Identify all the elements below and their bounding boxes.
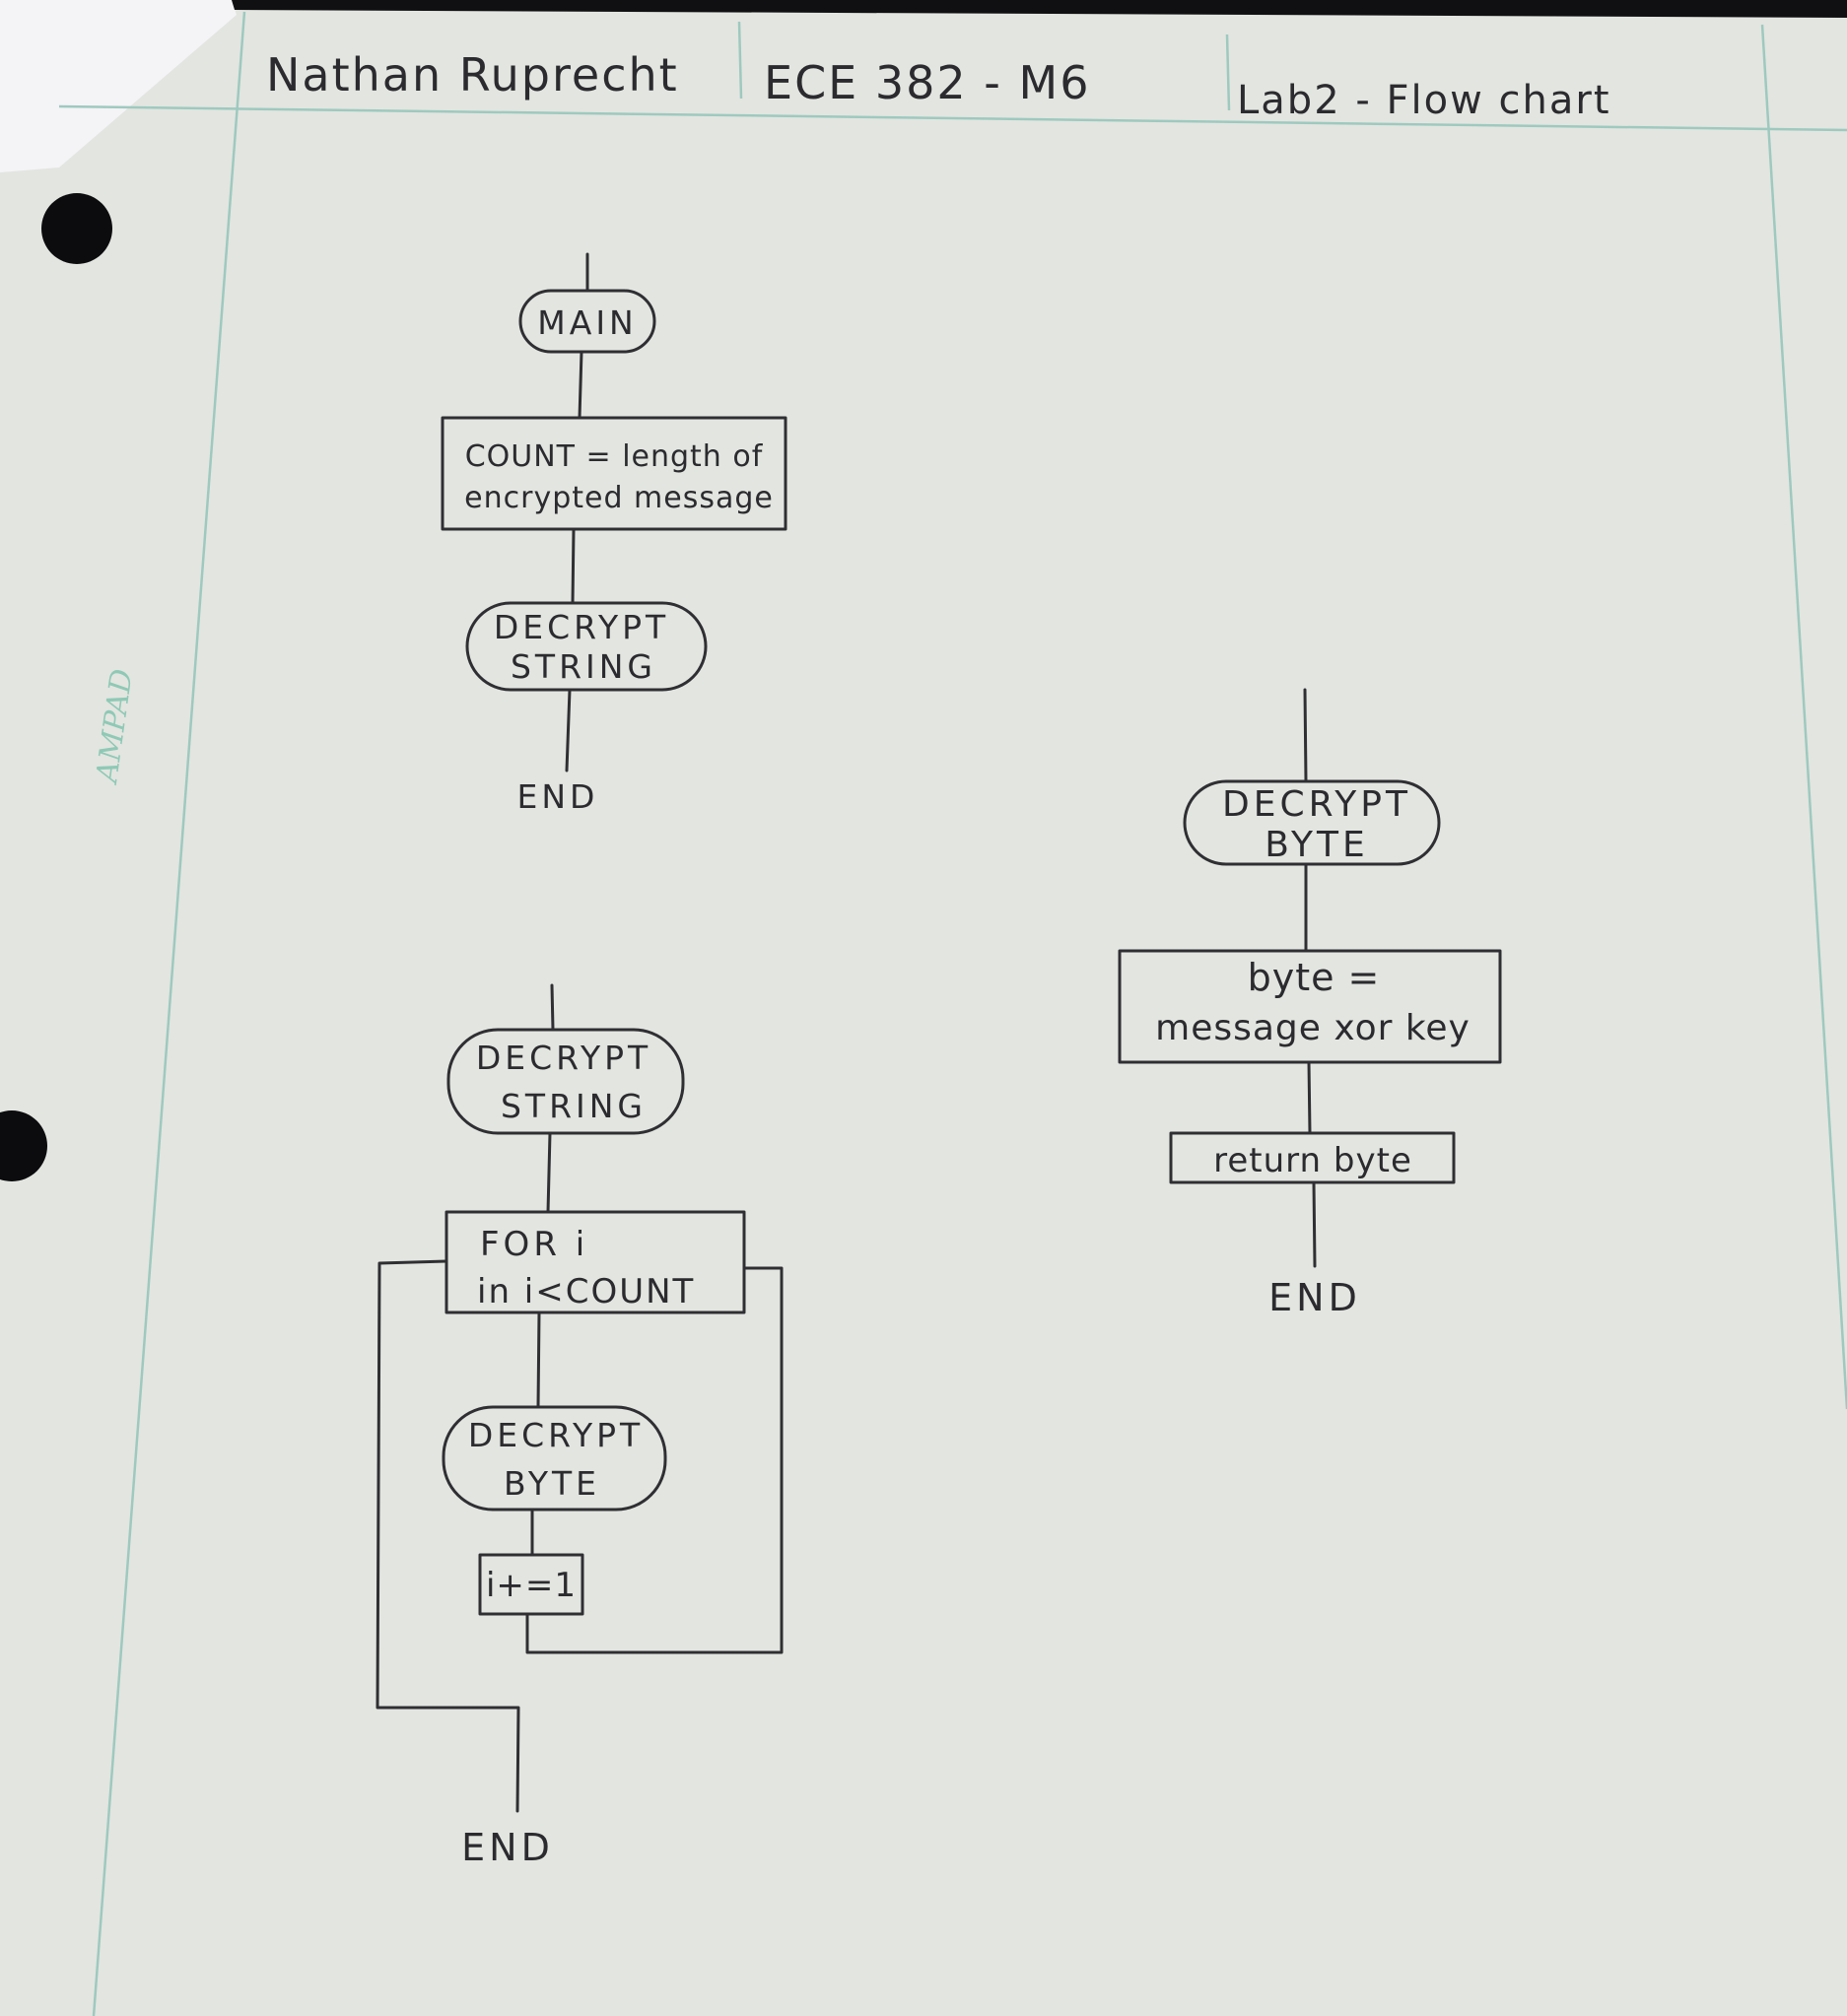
- margin-rule-left: [92, 11, 246, 2016]
- string-terminal-line-2: STRING: [501, 1087, 647, 1125]
- string-connector-1: [546, 1131, 552, 1214]
- byte-terminal-line-2: BYTE: [1265, 825, 1368, 865]
- desk-corner: [0, 0, 237, 172]
- string-loop-line-1: FOR i: [480, 1225, 588, 1264]
- main-flowchart: MAIN COUNT = length of encrypted message…: [441, 252, 787, 816]
- main-call-line-2: STRING: [511, 647, 656, 686]
- main-process-line-2: encrypted message: [464, 481, 774, 515]
- desk-edge: [232, 0, 1847, 18]
- string-increment-box: [478, 1553, 584, 1616]
- byte-connector-3: [1312, 1180, 1317, 1268]
- main-connector-3: [565, 688, 572, 773]
- loop-back-line: [525, 1266, 784, 1654]
- main-connector-1: [578, 350, 583, 420]
- string-terminal-line-1: DECRYPT: [476, 1039, 651, 1077]
- binder-hole-top: [41, 193, 112, 264]
- header-divider-2: [1225, 34, 1231, 111]
- byte-entry-line: [1303, 688, 1308, 783]
- byte-connector-2: [1307, 1060, 1312, 1135]
- string-connector-2: [536, 1310, 541, 1409]
- string-terminal: [446, 1028, 685, 1135]
- main-call-decrypt-string: [465, 601, 708, 692]
- string-call-decrypt-byte: [442, 1405, 667, 1512]
- main-process-box: [441, 416, 787, 531]
- header-rule: [58, 104, 1847, 132]
- string-call-line-2: BYTE: [504, 1464, 600, 1503]
- byte-terminal: [1183, 779, 1441, 866]
- decrypt-byte-flowchart: DECRYPT BYTE byte = message xor key retu…: [1118, 688, 1502, 1319]
- byte-process-line-1: byte =: [1248, 956, 1381, 999]
- string-loop-line-2: in i<COUNT: [477, 1272, 695, 1311]
- main-connector-2: [571, 527, 576, 605]
- header-name: Nathan Ruprecht: [266, 48, 679, 101]
- byte-process-line-2: message xor key: [1155, 1008, 1471, 1048]
- header-course: ECE 382 - M6: [764, 56, 1090, 109]
- decrypt-string-flowchart: DECRYPT STRING FOR i in i<COUNT DECRYPT …: [376, 983, 784, 1869]
- string-entry-line: [550, 983, 555, 1032]
- main-terminal: [518, 289, 656, 354]
- binder-hole-bottom: [0, 1110, 47, 1181]
- main-end-label: END: [517, 777, 599, 816]
- main-call-line-1: DECRYPT: [494, 608, 669, 646]
- byte-return-label: return byte: [1213, 1141, 1412, 1180]
- header-divider-1: [737, 21, 743, 100]
- main-process-line-1: COUNT = length of: [465, 439, 764, 474]
- string-end-label: END: [461, 1826, 554, 1869]
- string-increment-label: i+=1: [486, 1566, 577, 1605]
- string-call-line-1: DECRYPT: [468, 1416, 644, 1454]
- main-terminal-label: MAIN: [537, 303, 637, 342]
- byte-terminal-line-1: DECRYPT: [1222, 784, 1411, 825]
- loop-exit-line: [376, 1259, 520, 1813]
- header-assignment: Lab2 - Flow chart: [1237, 78, 1611, 123]
- byte-end-label: END: [1268, 1276, 1361, 1319]
- margin-rule-right: [1760, 24, 1847, 1410]
